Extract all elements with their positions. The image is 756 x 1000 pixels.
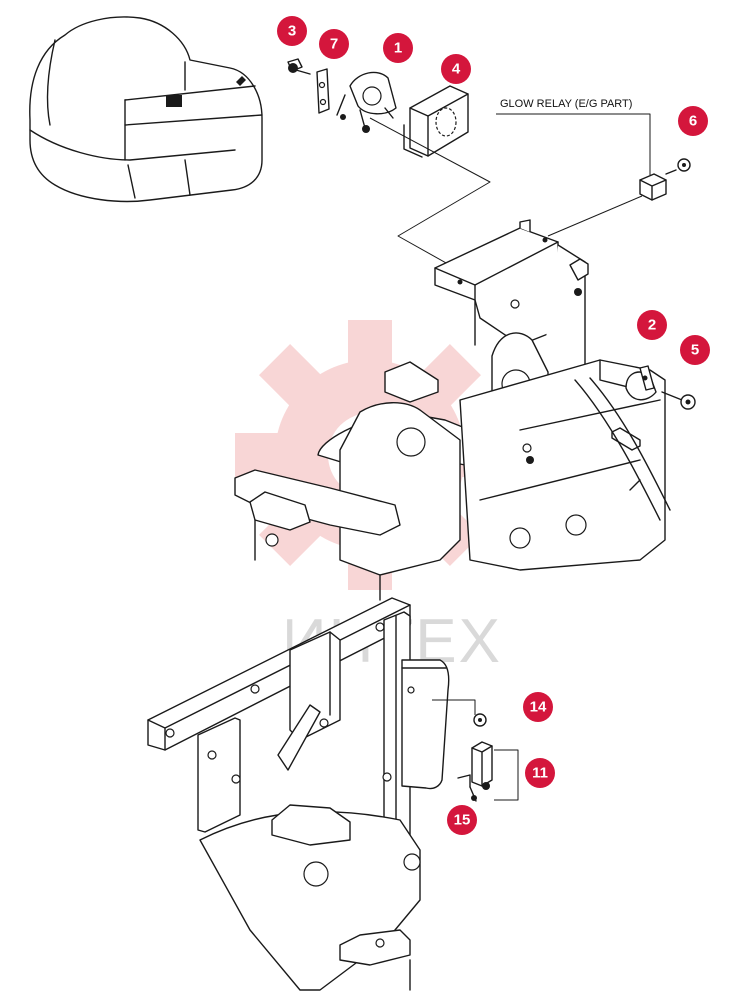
- svg-text:6: 6: [689, 113, 697, 130]
- svg-text:1: 1: [394, 40, 402, 57]
- callout-14: 14: [523, 692, 553, 722]
- part-5-bolt: [661, 391, 696, 410]
- machine-frame-lower: [147, 597, 450, 991]
- svg-text:14: 14: [530, 699, 547, 716]
- part-3-bolt: [287, 58, 311, 75]
- callout-3: 3: [277, 16, 307, 46]
- part-1-relay: [336, 71, 397, 133]
- part-11-switch: [471, 741, 519, 801]
- machine-frame-middle: [234, 219, 671, 601]
- svg-text:11: 11: [532, 765, 548, 782]
- callout-1: 1: [383, 33, 413, 63]
- svg-text:5: 5: [691, 342, 699, 359]
- callout-15: 15: [447, 805, 477, 835]
- callout-6: 6: [678, 106, 708, 136]
- glow-relay-leader: [496, 113, 651, 175]
- callout-7: 7: [319, 29, 349, 59]
- svg-text:2: 2: [648, 317, 656, 334]
- glow-relay-block: [639, 173, 667, 201]
- part-2-clip: [625, 365, 657, 401]
- svg-text:3: 3: [288, 23, 296, 40]
- svg-text:4: 4: [452, 61, 461, 78]
- callout-11: 11: [525, 758, 555, 788]
- leader-lower-1: [432, 699, 476, 715]
- svg-text:15: 15: [454, 812, 471, 829]
- callout-5: 5: [680, 335, 710, 365]
- part-14-nut: [473, 713, 487, 727]
- callout-2: 2: [637, 310, 667, 340]
- part-7-bracket: [316, 68, 330, 114]
- part-4-relay-cover: [403, 85, 469, 158]
- svg-text:7: 7: [330, 36, 338, 53]
- part-15-clip: [457, 774, 477, 802]
- machine-canopy-overview: [29, 16, 263, 203]
- glow-relay-label: GLOW RELAY (E/G PART): [500, 98, 632, 110]
- callout-4: 4: [441, 54, 471, 84]
- part-6-bolt: [665, 158, 691, 175]
